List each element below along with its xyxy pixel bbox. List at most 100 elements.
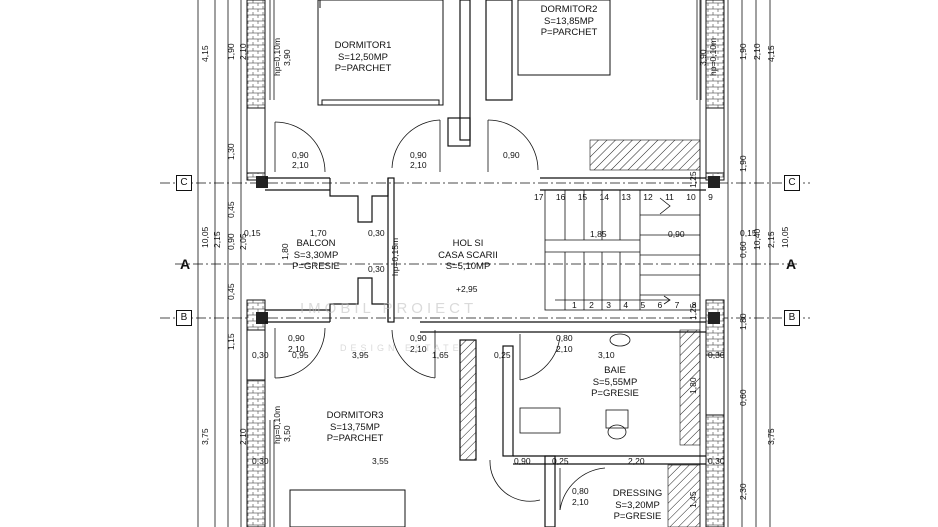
dim-label: 2,30 <box>738 483 748 500</box>
dim-label: 2,10 <box>572 497 589 507</box>
room-floor: P=GRESIE <box>591 388 639 399</box>
room-name: BALCON <box>296 238 336 249</box>
watermark-sub: DESIGN ESTATE <box>340 343 463 353</box>
dim-label: 0,45 <box>226 283 236 300</box>
stair-number: 3 <box>606 300 611 310</box>
dim-label: 0,90 <box>503 150 520 160</box>
room-floor: P=PARCHET <box>326 433 384 444</box>
dim-label: 1,70 <box>310 228 327 238</box>
dim-label: 1,80 <box>688 377 698 394</box>
room-baie: BAIE S=5,55MP P=GRESIE <box>580 365 650 400</box>
dim-label: 0,90 <box>668 229 685 239</box>
dim-label: 0,60 <box>738 241 748 258</box>
dim-label: 3,50 <box>282 425 292 442</box>
dim-label: 2,15 <box>766 231 776 248</box>
room-name: DORMITOR3 <box>326 410 384 421</box>
room-area: S=3,20MP <box>615 499 660 511</box>
dim-label: 1,90 <box>738 155 748 172</box>
stair-number: 17 <box>534 192 544 202</box>
axis-lines <box>160 182 810 319</box>
stair-numbers-top: 17 16 15 14 13 12 11 10 9 <box>534 192 713 202</box>
dim-label: 2,10 <box>238 428 248 445</box>
room-floor: P=PARCHET <box>540 27 598 38</box>
dim-label: 0,90 <box>226 233 236 250</box>
room-area: S=12,50MP <box>338 51 388 63</box>
room-balcon: BALCON S=3,30MP P=GRESIE <box>276 238 356 273</box>
stair-number: 9 <box>708 192 713 202</box>
stair-number: 12 <box>643 192 653 202</box>
dim-label: 10,40 <box>752 228 762 250</box>
dim-label: 2,10 <box>292 160 309 170</box>
room-floor: P=GRESIE <box>613 511 662 522</box>
dim-label: 1,65 <box>432 350 449 360</box>
room-area: S=3,30MP <box>293 249 339 261</box>
room-dormitor3: DORMITOR3 S=13,75MP P=PARCHET <box>310 410 400 445</box>
room-area: S=5,10MP <box>445 261 491 272</box>
bathroom-fixtures <box>519 333 631 440</box>
beds <box>289 0 611 527</box>
dim-label: 0,80 <box>556 333 573 343</box>
room-hol: HOL SI CASA SCARII S=5,10MP <box>428 238 508 273</box>
dim-label: 4,15 <box>766 45 776 62</box>
dim-label: 3,10 <box>598 350 615 360</box>
dim-label: 0,90 <box>514 456 531 466</box>
dim-label: 0,30 <box>708 456 725 466</box>
axis-a-left: A <box>180 256 191 272</box>
room-dressing: DRESSING S=3,20MP P=GRESIE <box>605 488 670 523</box>
stair-number: 4 <box>623 300 629 310</box>
dim-label: 2,20 <box>628 456 645 466</box>
dim-label: 3,75 <box>766 428 776 445</box>
stair-number: 6 <box>657 300 663 310</box>
dim-label: 2,10 <box>752 43 762 60</box>
dim-label: 0,95 <box>292 350 309 360</box>
dim-label: 2,15 <box>212 231 222 248</box>
hp-label: hp=0,15m <box>390 237 400 276</box>
room-dormitor2: DORMITOR2 S=13,85MP P=PARCHET <box>524 4 614 39</box>
dim-label: 1,25 <box>688 303 698 320</box>
dim-label: 0,15 <box>740 228 757 238</box>
room-floor: P=PARCHET <box>334 63 392 74</box>
dim-label: 2,10 <box>410 344 427 354</box>
stair-number: 5 <box>640 300 646 310</box>
dim-label: 0,60 <box>738 389 748 406</box>
dim-label: 2,10 <box>288 344 305 354</box>
dim-label: 0,30 <box>368 264 385 274</box>
dim-label: 1,45 <box>688 491 698 508</box>
dim-label: 0,90 <box>288 333 305 343</box>
room-name: HOL SI <box>452 238 484 249</box>
dim-label: 0,90 <box>410 150 427 160</box>
room-floor: P=GRESIE <box>292 261 340 272</box>
dim-label: 0,15 <box>244 228 261 238</box>
axis-a-right: A <box>786 256 797 272</box>
stair-number: 14 <box>599 192 609 202</box>
dim-label: 0,25 <box>552 456 569 466</box>
stair-number: 8 <box>691 300 697 310</box>
axis-c-right: C <box>784 175 800 191</box>
dim-label: 0,30 <box>252 456 269 466</box>
dim-label: 1,30 <box>226 143 236 160</box>
room-dormitor1: DORMITOR1 S=12,50MP P=PARCHET <box>318 40 408 75</box>
dim-label: 0,80 <box>572 486 589 496</box>
staircase <box>544 189 701 311</box>
room-name: DORMITOR1 <box>334 40 392 51</box>
dim-label: 1,15 <box>226 333 236 350</box>
dim-label: 4,15 <box>200 45 210 62</box>
axis-b-left: B <box>176 310 192 326</box>
stair-number: 13 <box>621 192 631 202</box>
stair-numbers-bottom: 1 2 3 4 5 6 7 8 <box>572 300 697 310</box>
stair-number: 11 <box>665 192 674 202</box>
room-name: BAIE <box>604 365 626 376</box>
hp-label: hp=0,10m <box>708 37 718 76</box>
axis-c-left: C <box>176 175 192 191</box>
dim-label: 10,05 <box>200 226 210 248</box>
dim-label: 2,10 <box>410 160 427 170</box>
dim-label: 1,85 <box>590 229 607 239</box>
stair-number: 15 <box>577 192 588 202</box>
dim-label: 0,45 <box>226 201 236 218</box>
dim-label: 1,80 <box>280 243 290 260</box>
dim-label: 1,80 <box>738 313 748 330</box>
dim-label: 1,90 <box>738 43 748 60</box>
room-name-2: CASA SCARII <box>438 249 498 261</box>
